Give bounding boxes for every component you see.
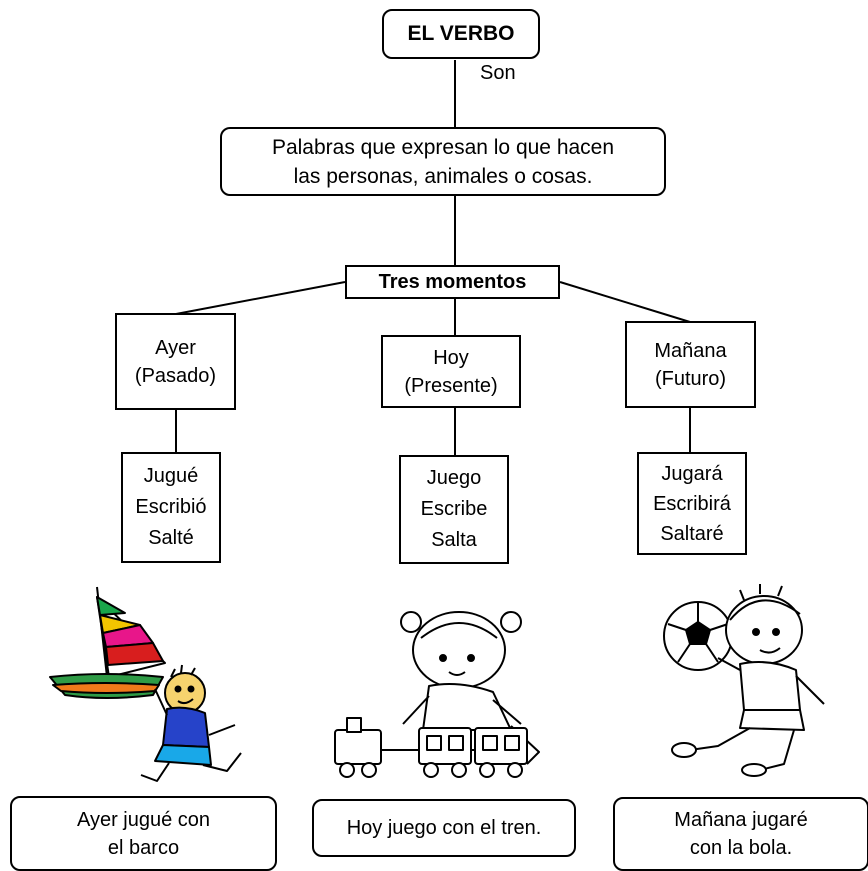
verb-item: Escribirá	[653, 492, 731, 515]
moment-tense: (Futuro)	[654, 367, 727, 390]
example-line: el barco	[107, 836, 180, 859]
verb-item: Salta	[431, 529, 477, 551]
example-line: Ayer jugué con	[76, 808, 211, 831]
example-box-present: Hoy juego con el tren.	[312, 799, 576, 857]
verbs-box-future: Jugará Escribirá Saltaré	[637, 452, 747, 555]
definition-box: Palabras que expresan lo que hacen las p…	[220, 127, 666, 196]
girl-with-toy-train-illustration	[334, 611, 540, 778]
example-box-past: Ayer jugué con el barco	[10, 796, 277, 871]
moments-title-text: Tres momentos	[378, 271, 527, 293]
boy-with-sailboat-illustration	[49, 586, 242, 782]
title-text: EL VERBO	[407, 22, 515, 45]
example-box-future: Mañana jugaré con la bola.	[613, 797, 868, 871]
moment-tense: (Pasado)	[134, 364, 217, 387]
moment-box-future: Mañana (Futuro)	[625, 321, 756, 408]
boy-with-ball-illustration	[663, 584, 825, 777]
moment-box-past: Ayer (Pasado)	[115, 313, 236, 410]
example-line: con la bola.	[689, 837, 793, 859]
example-line: Mañana jugaré	[674, 809, 808, 831]
verbs-box-present: Juego Escribe Salta	[399, 455, 509, 564]
verbs-box-past: Jugué Escribió Salté	[121, 452, 221, 563]
title-box: EL VERBO	[382, 9, 540, 59]
verb-item: Saltaré	[660, 522, 724, 545]
verb-item: Escribió	[135, 496, 207, 518]
moment-name: Mañana	[654, 339, 727, 362]
moment-name: Ayer	[155, 336, 196, 359]
moment-name: Hoy	[433, 346, 469, 369]
definition-line-1: Palabras que expresan lo que hacen	[271, 135, 615, 159]
verb-item: Escribe	[420, 498, 488, 520]
verb-item: Juego	[426, 467, 482, 489]
moment-tense: (Presente)	[404, 374, 498, 397]
definition-line-2: las personas, animales o cosas.	[293, 164, 593, 188]
verb-item: Salté	[148, 527, 194, 549]
verb-item: Jugará	[661, 462, 723, 485]
moment-box-present: Hoy (Presente)	[381, 335, 521, 408]
connector-label: Son	[480, 62, 516, 84]
verb-item: Jugué	[143, 465, 199, 487]
moments-title-box: Tres momentos	[345, 265, 560, 299]
example-line: Hoy juego con el tren.	[346, 817, 542, 839]
